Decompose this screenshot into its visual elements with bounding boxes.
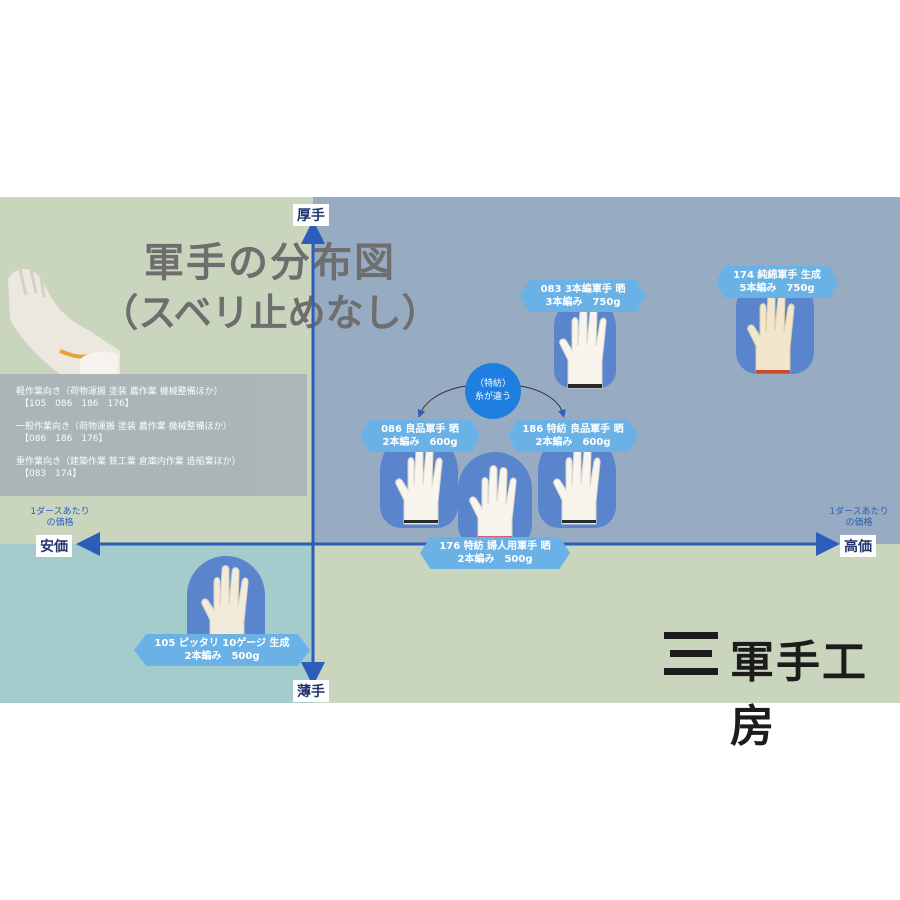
bubble-line-1: （特紡） bbox=[474, 379, 511, 389]
info-light-work: 軽作業向き（荷物運搬 塗装 農作業 機械整備ほか） 【105 086 186 1… bbox=[16, 386, 223, 410]
product-105-spec: 2本編み 500g bbox=[184, 651, 260, 662]
glove-086-icon bbox=[395, 445, 443, 525]
product-186-name: 186 特紡 良品軍手 晒 bbox=[522, 424, 624, 435]
glove-176-icon bbox=[469, 465, 517, 541]
logo-mark-icon bbox=[664, 632, 718, 675]
product-186-spec: 2本編み 600g bbox=[535, 437, 611, 448]
axis-caption-right-2: の価格 bbox=[845, 518, 873, 528]
glove-105-icon bbox=[201, 565, 249, 645]
product-tag-083: 083 3本編軍手 晒 3本編み 750g bbox=[520, 280, 646, 312]
glove-186-icon bbox=[553, 445, 601, 525]
product-083-spec: 3本編み 750g bbox=[545, 297, 621, 308]
axis-caption-left-1: 1ダースあたり bbox=[30, 507, 90, 517]
hands-photo bbox=[8, 264, 120, 374]
product-086-name: 086 良品軍手 晒 bbox=[381, 424, 459, 435]
logo-text: 軍手工房 bbox=[730, 637, 868, 752]
axis-label-thin: 薄手 bbox=[293, 680, 329, 702]
axis-caption-right: 1ダースあたり の価格 bbox=[818, 507, 900, 529]
info-heavy-text: 重作業向き（建築作業 鉄工業 倉庫内作業 造船業ほか） bbox=[16, 457, 241, 467]
info-heavy-ref: 【083 174】 bbox=[20, 469, 82, 479]
glove-174-icon bbox=[747, 291, 795, 373]
bubble-arrow-right bbox=[519, 385, 566, 418]
info-light-text: 軽作業向き（荷物運搬 塗装 農作業 機械整備ほか） bbox=[16, 387, 223, 397]
title-line-1: 軍手の分布図 bbox=[144, 240, 396, 286]
axis-caption-left-2: の価格 bbox=[46, 518, 74, 528]
product-176-name: 176 特紡 婦人用軍手 晒 bbox=[439, 541, 551, 552]
title-line-2: （スベリ止めなし） bbox=[100, 291, 440, 335]
product-083-name: 083 3本編軍手 晒 bbox=[540, 284, 626, 295]
axis-label-expensive: 高価 bbox=[840, 535, 876, 557]
product-174-name: 174 純綿軍手 生成 bbox=[733, 270, 821, 281]
product-176-spec: 2本編み 500g bbox=[457, 554, 533, 565]
axis-label-thick: 厚手 bbox=[293, 204, 329, 226]
special-yarn-bubble: （特紡） 糸が違う bbox=[465, 363, 521, 419]
bubble-arrow-left bbox=[417, 385, 467, 418]
bubble-line-2: 糸が違う bbox=[474, 392, 511, 402]
axis-caption-right-1: 1ダースあたり bbox=[829, 507, 889, 517]
product-105-name: 105 ピッタリ 10ゲージ 生成 bbox=[154, 638, 290, 649]
info-light-ref: 【105 086 186 176】 bbox=[20, 399, 134, 409]
product-174-spec: 5本編み 750g bbox=[739, 283, 815, 294]
axis-caption-left: 1ダースあたり の価格 bbox=[20, 507, 100, 529]
info-general-ref: 【086 186 176】 bbox=[20, 434, 108, 444]
usage-info-panel: 軽作業向き（荷物運搬 塗装 農作業 機械整備ほか） 【105 086 186 1… bbox=[0, 374, 307, 496]
info-general-work: 一般作業向き（荷物運搬 塗装 農作業 機械整備ほか） 【086 186 176】 bbox=[16, 421, 232, 445]
product-tag-086: 086 良品軍手 晒 2本編み 600g bbox=[360, 420, 480, 452]
product-tag-186: 186 特紡 良品軍手 晒 2本編み 600g bbox=[508, 420, 638, 452]
info-heavy-work: 重作業向き（建築作業 鉄工業 倉庫内作業 造船業ほか） 【083 174】 bbox=[16, 456, 241, 480]
info-general-text: 一般作業向き（荷物運搬 塗装 農作業 機械整備ほか） bbox=[16, 422, 232, 432]
product-tag-176: 176 特紡 婦人用軍手 晒 2本編み 500g bbox=[420, 537, 570, 569]
axis-label-cheap: 安価 bbox=[36, 535, 72, 557]
chart-title: 軍手の分布図 （スベリ止めなし） bbox=[80, 239, 460, 337]
glove-083-icon bbox=[559, 305, 607, 389]
product-tag-174: 174 純綿軍手 生成 5本編み 750g bbox=[716, 266, 838, 298]
quadrant-thin-expensive bbox=[313, 544, 900, 703]
product-086-spec: 2本編み 600g bbox=[382, 437, 458, 448]
product-tag-105: 105 ピッタリ 10ゲージ 生成 2本編み 500g bbox=[134, 634, 310, 666]
